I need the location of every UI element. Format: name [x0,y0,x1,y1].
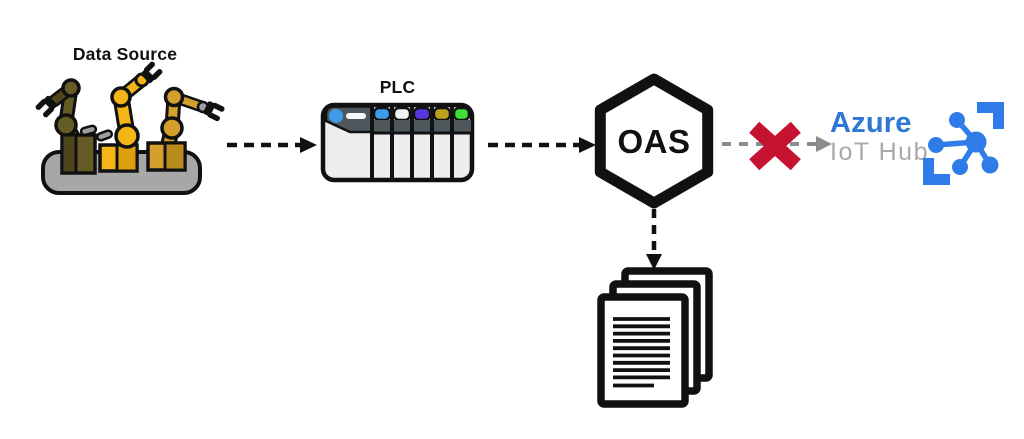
robot-arm-left [35,78,98,175]
hexagon-badge [594,73,714,209]
oas-label: OAS [617,123,691,160]
arrow-datasource-to-plc [227,137,317,153]
iot-hub-label: IoT Hub [830,138,929,167]
azure-label: Azure [830,107,912,139]
robot-arm-middle [95,61,163,173]
robot-arms-icon [35,61,225,195]
plc-rack-icon [320,102,475,183]
robot-arm-right [146,86,225,172]
gripper-icon [140,61,163,84]
arrow-oas-to-documents [646,209,662,270]
red-x-icon [749,121,801,171]
data-source-label: Data Source [72,44,178,64]
iot-hub-icon [923,102,1004,185]
document-text-lines [613,317,670,388]
document-stack-icon [597,267,713,408]
plc-label: PLC [379,77,416,97]
azure-iot-hub-node: Azure IoT Hub [830,108,940,166]
arrow-plc-to-oas [488,137,596,153]
gripper-icon [203,101,225,122]
arrow-oas-to-azure [722,136,832,152]
gripper-icon [35,95,58,118]
